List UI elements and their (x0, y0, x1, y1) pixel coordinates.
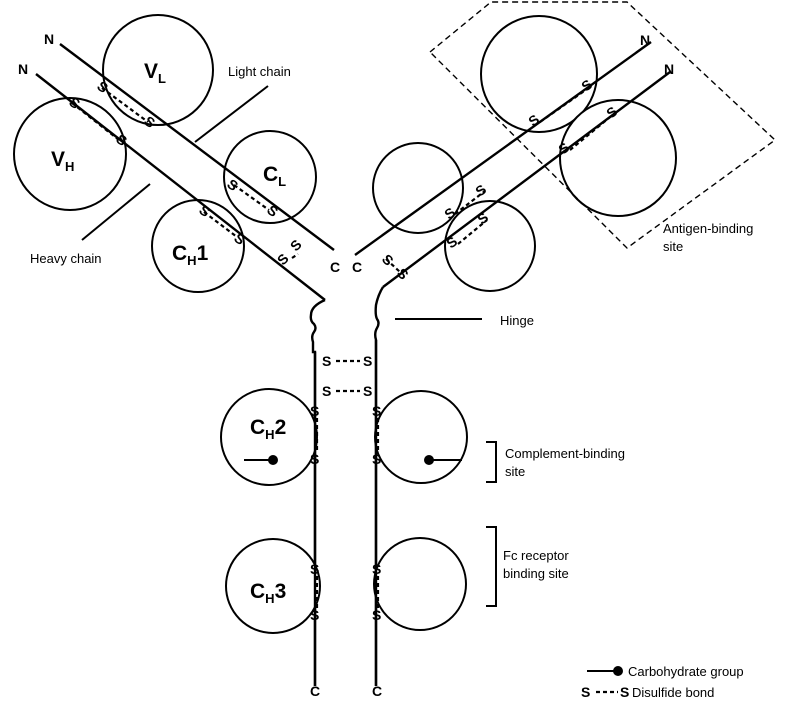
c-terminus-heavy-right: C (372, 683, 382, 699)
n-terminus-heavy-right: N (664, 61, 674, 77)
c-terminus-light-left: C (330, 259, 340, 275)
c-terminus-heavy-left: C (310, 683, 320, 699)
sulfur-atom: S (394, 265, 412, 283)
sulfur-atom: S (363, 353, 372, 369)
vh-domain-left (14, 98, 126, 210)
stem (221, 287, 496, 686)
legend-carbohydrate-label: Carbohydrate group (628, 664, 744, 679)
sulfur-atom: S (372, 403, 381, 419)
ch3-domain-right (374, 538, 466, 630)
legend-disulfide-label: Disulfide bond (632, 685, 714, 700)
sulfur-atom: S (310, 451, 319, 467)
antigen-binding-label-line1: Antigen-binding (663, 221, 753, 236)
ch3-domain-left (226, 539, 320, 633)
sulfur-atom: S (287, 236, 305, 254)
antigen-binding-label-line2: site (663, 239, 683, 254)
sulfur-atom: S (372, 451, 381, 467)
sulfur-atom: S (363, 383, 372, 399)
carbohydrate-dot-left (268, 455, 278, 465)
sulfur-atom: S (322, 383, 331, 399)
legend: Carbohydrate group S S Disulfide bond (581, 664, 744, 700)
carbohydrate-dot-right (424, 455, 434, 465)
sulfur-atom: S (310, 561, 319, 577)
complement-binding-bracket (486, 442, 496, 482)
heavy-chain-label: Heavy chain (30, 251, 102, 266)
legend-sulfur-2: S (620, 684, 629, 700)
hinge-label: Hinge (500, 313, 534, 328)
sulfur-atom: S (372, 607, 381, 623)
sulfur-atom: S (310, 607, 319, 623)
n-terminus-light-left: N (44, 31, 54, 47)
c-terminus-light-right: C (352, 259, 362, 275)
ch2-domain-right (375, 391, 467, 483)
legend-carbohydrate-dot (613, 666, 623, 676)
sulfur-atom: S (310, 403, 319, 419)
light-chain-label: Light chain (228, 64, 291, 79)
n-terminus-heavy-left: N (18, 61, 28, 77)
complement-binding-label-line2: site (505, 464, 525, 479)
sulfur-atoms: S S S S S S S S S S S S S S S S S S S S … (66, 76, 620, 623)
sulfur-atom: S (274, 250, 292, 268)
sulfur-atom: S (372, 561, 381, 577)
sulfur-atom: S (472, 181, 489, 199)
fc-receptor-bracket (486, 527, 496, 606)
disulfide-lh-left (292, 254, 298, 258)
legend-sulfur-1: S (581, 684, 590, 700)
fc-receptor-label-line1: Fc receptor (503, 548, 569, 563)
complement-binding-label-line1: Complement-binding (505, 446, 625, 461)
n-terminus-light-right: N (640, 32, 650, 48)
fc-receptor-label-line2: binding site (503, 566, 569, 581)
sulfur-atom: S (322, 353, 331, 369)
